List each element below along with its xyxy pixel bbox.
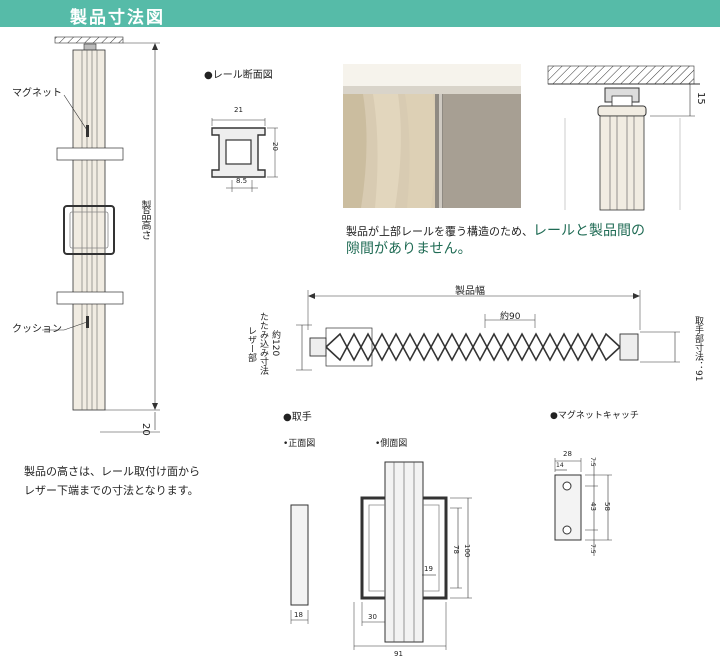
rail-dim-width: 21 <box>234 106 243 114</box>
photo-caption-line-1: 製品が上部レールを覆う構造のため、レールと製品間の <box>346 220 645 240</box>
rail-section-title: ●レール断面図 <box>204 70 273 81</box>
handle-dim-h2: 100 <box>463 544 471 558</box>
catch-dim-top: 7.5 <box>589 457 596 467</box>
label-product-height: 製品高さ <box>139 200 150 240</box>
handle-dim-front-w: 18 <box>294 611 303 619</box>
height-note-line-2: レザー下端までの寸法となります。 <box>24 484 199 497</box>
handle-side-drawing <box>353 461 472 650</box>
ceiling-dim-15: 15 <box>695 92 706 105</box>
catch-dim-total: 58 <box>603 502 611 511</box>
label-pitch-90: 約90 <box>500 312 521 322</box>
main-door-diagram <box>42 36 160 433</box>
label-fold-1: レザー部 <box>246 326 256 362</box>
label-fold-3: 約120 <box>270 330 280 357</box>
rail-section-drawing <box>211 118 278 192</box>
catch-dim-inner: 14 <box>556 462 564 469</box>
label-magnet: マグネット <box>12 88 62 99</box>
handle-dim-h1: 78 <box>452 545 460 554</box>
plan-view-drawing <box>296 290 680 371</box>
photo-caption-part-2a: レールと製品間の <box>533 223 645 239</box>
catch-dim-w: 28 <box>563 450 572 458</box>
page-header: 製品寸法図 <box>0 0 720 28</box>
catch-dim-mid: 43 <box>589 502 597 511</box>
handle-title: ●取手 <box>283 412 312 423</box>
page-title: 製品寸法図 <box>70 8 165 28</box>
rail-dim-height: 20 <box>271 142 279 151</box>
handle-dim-side-w: 30 <box>368 613 377 621</box>
magnet-catch-title: ●マグネットキャッチ <box>550 411 639 421</box>
handle-dim-inner-w: 19 <box>424 565 433 573</box>
label-cushion: クッション <box>12 324 62 335</box>
height-note-line-1: 製品の高さは、レール取付け面から <box>24 465 200 478</box>
curtain-photo <box>343 64 521 208</box>
label-handle-dim: 取手部寸法：91 <box>693 316 703 382</box>
handle-front-label: •正面図 <box>283 439 316 449</box>
dim-bottom-20: 20 <box>140 423 151 436</box>
rail-dim-gap: 8.5 <box>236 177 248 185</box>
catch-dim-bottom: 7.5 <box>589 544 596 554</box>
photo-caption-part-1: 製品が上部レールを覆う構造のため、 <box>346 225 533 238</box>
label-fold-2: たたみ込み寸法 <box>258 312 268 375</box>
ceiling-detail-drawing <box>547 65 700 211</box>
handle-side-label: •側面図 <box>375 439 408 449</box>
handle-front-drawing <box>290 504 309 624</box>
magnet-catch-drawing <box>554 458 612 556</box>
handle-dim-total: 91 <box>394 650 403 658</box>
label-product-width: 製品幅 <box>455 286 485 297</box>
photo-caption-part-2b: 隙間がありません。 <box>346 241 472 257</box>
